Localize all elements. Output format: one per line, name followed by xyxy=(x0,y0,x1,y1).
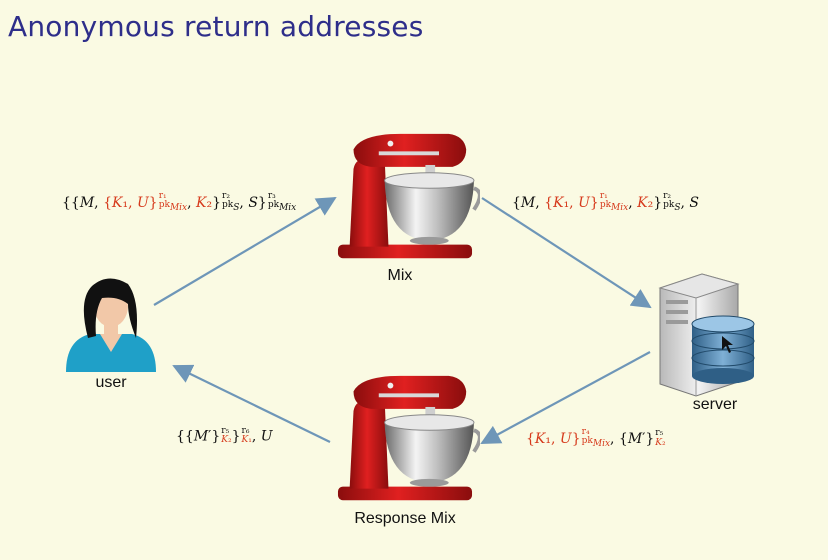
user-avatar-icon xyxy=(66,278,156,372)
arrow-user-to-mix xyxy=(153,196,337,306)
mix-label: Mix xyxy=(387,267,413,284)
server-label: server xyxy=(692,396,738,413)
stand-mixer-icon xyxy=(335,373,480,503)
arrow-response-mix-to-user xyxy=(172,364,331,443)
server-database-icon xyxy=(658,273,755,397)
response-mix-label: Response Mix xyxy=(354,510,456,527)
arrow-mix-to-server xyxy=(481,197,652,309)
stand-mixer-icon xyxy=(335,131,480,261)
arrow-server-to-response-mix xyxy=(480,351,651,444)
slide-title: Anonymous return addresses xyxy=(8,10,424,43)
user-label: user xyxy=(95,374,127,391)
